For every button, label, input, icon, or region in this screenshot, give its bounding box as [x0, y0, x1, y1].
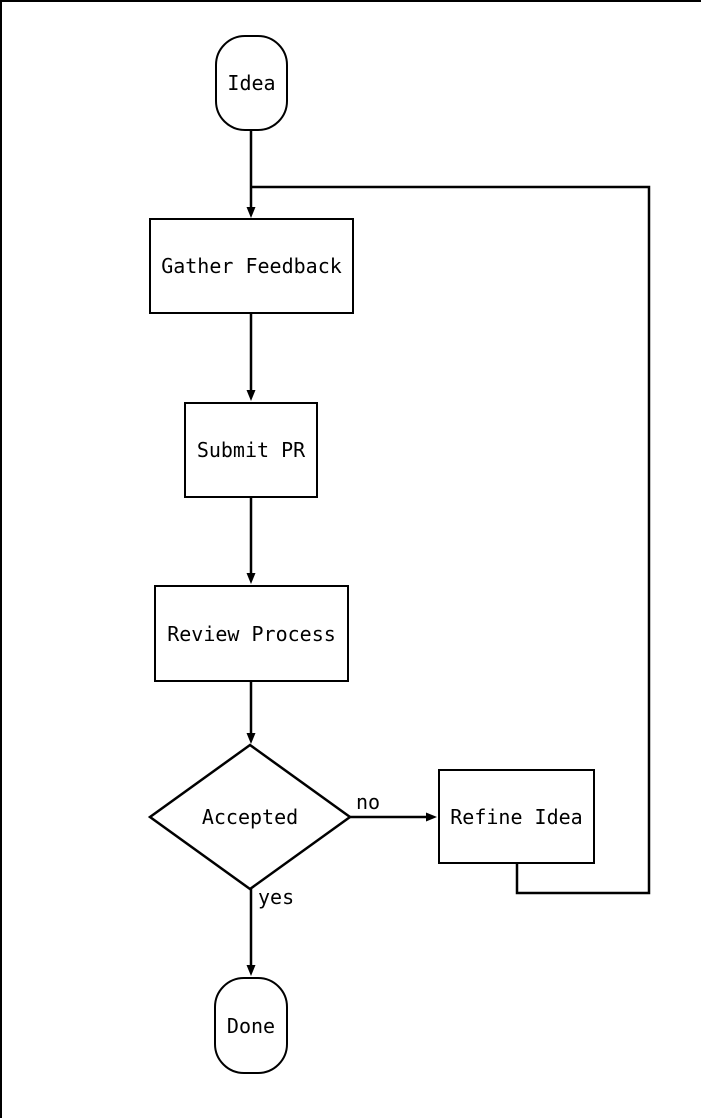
arrowhead-gather [246, 207, 256, 218]
node-done: Done [214, 977, 288, 1074]
node-gather-feedback: Gather Feedback [149, 218, 354, 314]
arrowhead-accepted [246, 733, 256, 744]
node-review-process: Review Process [154, 585, 349, 682]
edge-refine-loop [251, 185, 651, 895]
arrowhead-refine [426, 812, 437, 822]
node-idea: Idea [215, 35, 288, 131]
edge-label-no: no [356, 790, 381, 814]
arrowhead-submit [246, 390, 256, 401]
node-submit-pr: Submit PR [184, 402, 318, 498]
edge-label-yes: yes [258, 885, 295, 909]
node-refine-idea: Refine Idea [438, 769, 595, 864]
arrowhead-done [246, 965, 256, 976]
arrowhead-review [246, 573, 256, 584]
node-accepted-label: Accepted [201, 805, 299, 829]
